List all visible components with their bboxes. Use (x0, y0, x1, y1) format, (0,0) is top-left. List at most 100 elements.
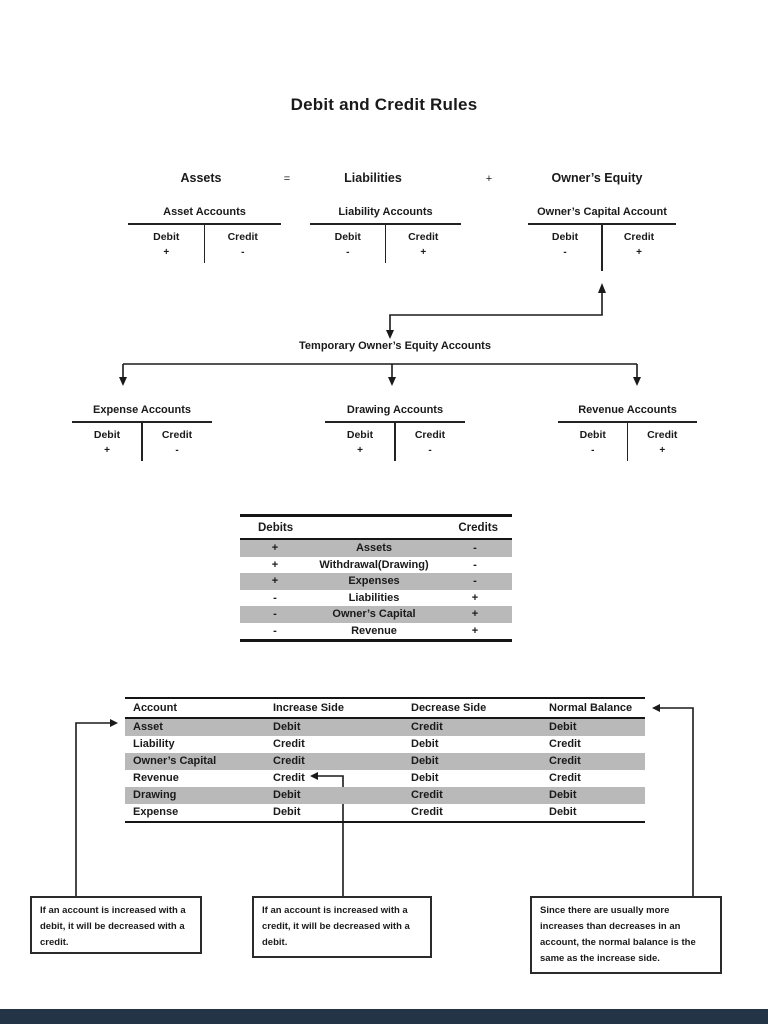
debit-sign-cell: - (273, 624, 277, 637)
t-account-title: Asset Accounts (163, 206, 246, 218)
t-account-asset: Asset Accounts Debit Credit + - (128, 206, 281, 263)
credit-label: Credit (414, 429, 446, 441)
page-title: Debit and Credit Rules (290, 95, 478, 114)
account-cell: Revenue (133, 772, 179, 784)
t-account-divider (203, 225, 206, 263)
table-header-row: Account Increase Side Decrease Side Norm… (125, 699, 645, 719)
debit-label: Debit (334, 231, 361, 243)
t-account-body: Debit Credit - + (310, 223, 461, 263)
table-row: Drawing Debit Credit Debit (125, 787, 645, 804)
debit-label: Debit (153, 231, 180, 243)
table-row: + Withdrawal(Drawing) - (240, 557, 512, 574)
table-row: + Expenses - (240, 573, 512, 590)
credit-sign: + (659, 445, 666, 456)
temporary-owners-equity-label: Temporary Owner’s Equity Accounts (299, 340, 491, 352)
credit-sign-cell: + (471, 624, 479, 637)
decrease-cell: Debit (411, 772, 439, 784)
debit-sign-cell: + (271, 558, 279, 571)
increase-cell: Credit (273, 738, 305, 750)
t-account-divider (394, 423, 396, 461)
t-account-title: Liability Accounts (338, 206, 433, 218)
t-account-body: Debit Credit + - (128, 223, 281, 263)
table-row: Revenue Credit Debit Credit (125, 770, 645, 787)
account-cell: Liabilities (348, 591, 400, 604)
debit-sign-cell: + (271, 542, 279, 554)
debit-sign-cell: - (273, 608, 277, 620)
account-cell: Drawing (133, 789, 177, 801)
t-account-divider (626, 423, 629, 461)
header-normal-balance: Normal Balance (549, 702, 633, 714)
credit-label: Credit (408, 231, 439, 243)
table-row: Expense Debit Credit Debit (125, 804, 645, 821)
credit-label: Credit (161, 429, 193, 441)
table-row: Liability Credit Debit Credit (125, 736, 645, 753)
debit-label: Debit (93, 429, 121, 441)
t-account-signs: - + (558, 441, 697, 456)
decrease-cell: Credit (411, 806, 443, 818)
credit-sign: + (636, 247, 642, 258)
credit-sign-cell: - (473, 542, 477, 554)
account-cell: Withdrawal(Drawing) (319, 558, 429, 571)
decrease-cell: Debit (411, 755, 439, 767)
credit-sign: - (241, 247, 245, 258)
account-cell: Expenses (348, 575, 400, 587)
debit-label: Debit (346, 429, 374, 441)
t-account-divider (141, 423, 143, 461)
arrow-branch-to-temporary-accounts (119, 363, 641, 386)
credit-sign: - (428, 445, 432, 456)
account-summary-table: Account Increase Side Decrease Side Norm… (125, 697, 645, 823)
t-account-signs: - + (310, 243, 461, 258)
credit-sign-cell: - (473, 575, 477, 587)
increase-cell: Credit (273, 755, 305, 767)
table-row: - Liabilities + (240, 590, 512, 607)
t-account-signs: + - (325, 441, 465, 456)
credit-label: Credit (623, 231, 655, 243)
note-box-debit-increase: If an account is increased with a debit,… (30, 896, 202, 954)
equation-owners-equity: Owner’s Equity (551, 171, 643, 185)
debit-sign: + (104, 445, 110, 456)
t-account-body: Debit Credit + - (325, 421, 465, 461)
t-account-signs: + - (128, 243, 281, 258)
table-row: Asset Debit Credit Debit (125, 719, 645, 736)
normal-balance-cell: Credit (549, 738, 581, 750)
t-account-columns: Debit Credit (128, 225, 281, 243)
t-account-divider (601, 225, 603, 271)
debit-sign-cell: + (271, 575, 279, 587)
account-cell: Assets (355, 542, 393, 554)
t-account-columns: Debit Credit (310, 225, 461, 243)
credit-label: Credit (647, 429, 678, 441)
t-account-columns: Debit Credit (72, 423, 212, 441)
equation-equals-sign: = (283, 173, 291, 185)
t-account-drawing: Drawing Accounts Debit Credit + - (325, 404, 465, 461)
header-account: Account (133, 702, 177, 714)
equation-liabilities: Liabilities (344, 171, 402, 185)
table-row: - Revenue + (240, 623, 512, 640)
t-account-revenue: Revenue Accounts Debit Credit - + (558, 404, 697, 461)
credit-sign: + (420, 247, 427, 258)
arrow-note-credit-to-revenue-row (310, 772, 344, 896)
t-account-divider (384, 225, 387, 263)
note-box-credit-increase: If an account is increased with a credit… (252, 896, 432, 958)
t-account-columns: Debit Credit (325, 423, 465, 441)
table-row: - Owner’s Capital + (240, 606, 512, 623)
increase-cell: Credit (273, 772, 305, 784)
table-row: + Assets - (240, 540, 512, 557)
t-account-owners-capital: Owner’s Capital Account Debit Credit - + (528, 206, 676, 271)
t-account-columns: Debit Credit (528, 225, 676, 243)
account-cell: Liability (133, 738, 175, 750)
t-account-title: Revenue Accounts (578, 404, 677, 416)
credit-label: Credit (227, 231, 258, 243)
arrow-capital-loop (386, 283, 606, 339)
increase-cell: Debit (273, 789, 301, 801)
t-account-liability: Liability Accounts Debit Credit - + (310, 206, 461, 263)
debit-label: Debit (551, 231, 579, 243)
credits-header: Credits (458, 521, 498, 534)
t-account-body: Debit Credit - + (558, 421, 697, 461)
increase-cell: Debit (273, 806, 301, 818)
decrease-cell: Debit (411, 738, 439, 750)
header-increase-side: Increase Side (273, 702, 344, 714)
page-footer-bar (0, 1009, 768, 1024)
credit-sign-cell: + (471, 608, 479, 620)
account-cell: Expense (133, 806, 179, 818)
